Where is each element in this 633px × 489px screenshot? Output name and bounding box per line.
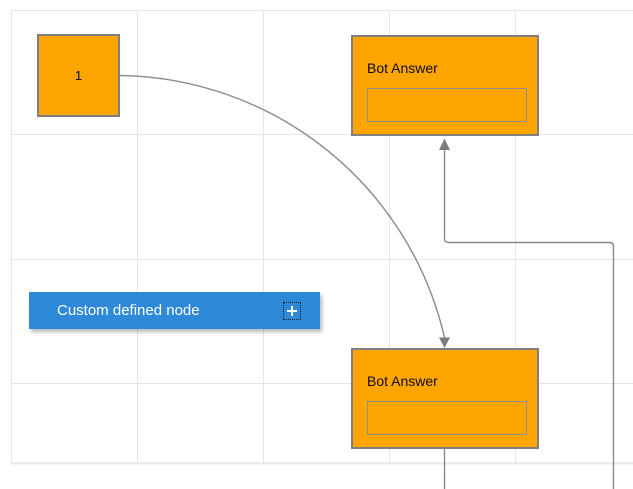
connector-elbow[interactable] [443, 150, 615, 489]
connector-curve[interactable] [119, 74, 446, 338]
node-bot-answer-top[interactable]: Bot Answer [351, 35, 539, 136]
grid-lines [11, 10, 633, 465]
plus-glyph [287, 305, 297, 316]
arrowhead-up-icon [439, 138, 450, 150]
arrowhead-down-icon [439, 337, 450, 348]
bot-answer-bottom-title: Bot Answer [367, 373, 438, 389]
bot-answer-top-title: Bot Answer [367, 60, 438, 76]
bot-answer-bottom-input[interactable] [367, 401, 527, 435]
node-1[interactable]: 1 [37, 34, 120, 117]
node-custom-defined[interactable]: Custom defined node [29, 292, 320, 329]
bot-answer-top-input[interactable] [367, 88, 527, 122]
custom-node-label: Custom defined node [57, 302, 200, 319]
plus-icon[interactable] [283, 301, 301, 320]
node-1-label: 1 [74, 68, 83, 83]
node-bot-answer-bottom[interactable]: Bot Answer [351, 348, 539, 449]
